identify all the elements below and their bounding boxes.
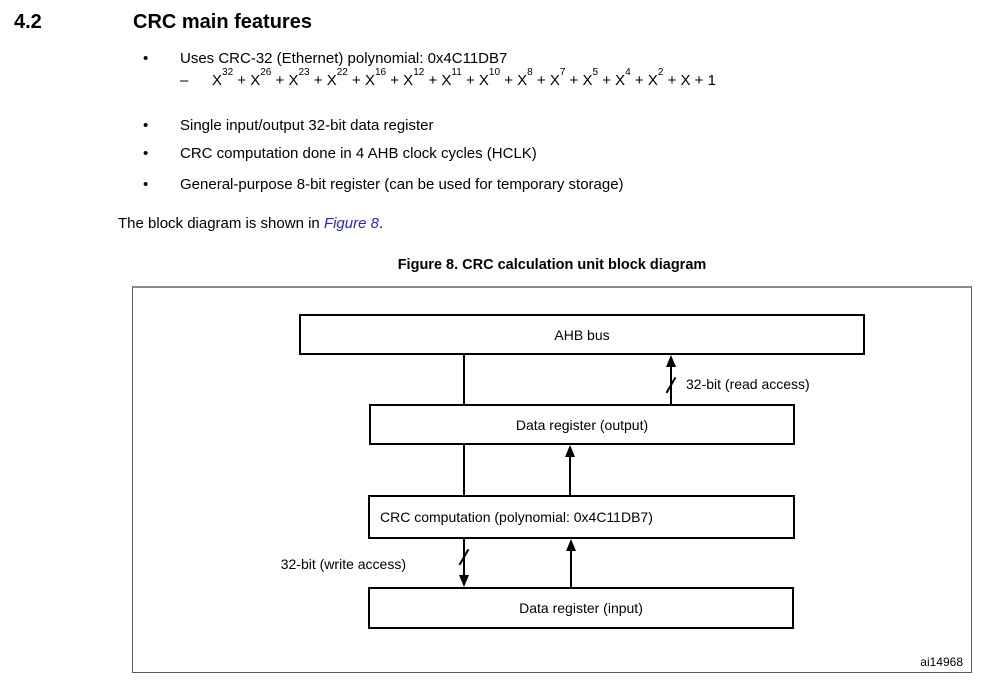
bullet-item: • Single input/output 32-bit data registe… [143,117,434,134]
crc-computation-block: CRC computation (polynomial: 0x4C11DB7) [368,495,795,539]
crc-to-output-arrowhead-icon [565,445,575,457]
bullet-marker: • [143,50,149,67]
input-to-crc-line [570,551,572,587]
bullet-text: Uses CRC-32 (Ethernet) polynomial: 0x4C1… [180,50,508,67]
dash-marker: – [180,72,189,89]
paragraph-period: . [378,215,384,232]
write-arrowhead-icon [459,575,469,587]
figure-8-link[interactable]: Figure 8 [323,215,379,232]
figure-id-watermark: ai14968 [920,655,963,669]
bullet-text: General-purpose 8-bit register (can be u… [180,176,624,193]
read-arrowhead-icon [666,355,676,367]
polynomial-expression: X32 + X26 + X23 + X22 + X16 + X12 + X11 … [212,66,716,89]
bullet-text: Single input/output 32-bit data register [180,117,434,134]
crc-to-output-line [569,457,571,495]
data-register-input-block: Data register (input) [368,587,794,629]
input-to-crc-arrowhead-icon [566,539,576,551]
write-access-label: 32-bit (write access) [280,556,406,572]
paragraph-text: The block diagram is shown in [118,215,324,232]
ahb-bus-block: AHB bus [299,314,865,355]
data-register-output-label: Data register (output) [515,416,649,433]
ahb-bus-label: AHB bus [554,326,610,343]
paragraph: The block diagram is shown in Figure 8. [118,215,383,232]
sub-bullet-item: – X32 + X26 + X23 + X22 + X16 + X12 + X11… [180,66,716,89]
write-path-line [463,355,465,404]
read-access-label: 32-bit (read access) [686,376,810,392]
bullet-item: • General-purpose 8-bit register (can be … [143,176,624,193]
bullet-marker: • [143,176,149,193]
figure-caption: Figure 8. CRC calculation unit block dia… [397,257,707,273]
crc-computation-label: CRC computation (polynomial: 0x4C11DB7) [380,509,653,525]
block-diagram: AHB bus Data register (output) CRC compu… [132,286,972,673]
bullet-item: • Uses CRC-32 (Ethernet) polynomial: 0x4C… [143,50,507,67]
write-path-line [463,445,465,495]
bullet-text: CRC computation done in 4 AHB clock cycl… [180,145,537,162]
section-title: CRC main features [133,11,312,33]
bullet-marker: • [143,117,149,134]
bullet-marker: • [143,145,149,162]
bullet-item: • CRC computation done in 4 AHB clock cyc… [143,145,537,162]
data-register-output-block: Data register (output) [369,404,795,445]
data-register-input-label: Data register (input) [519,600,643,616]
section-number: 4.2 [14,11,42,33]
